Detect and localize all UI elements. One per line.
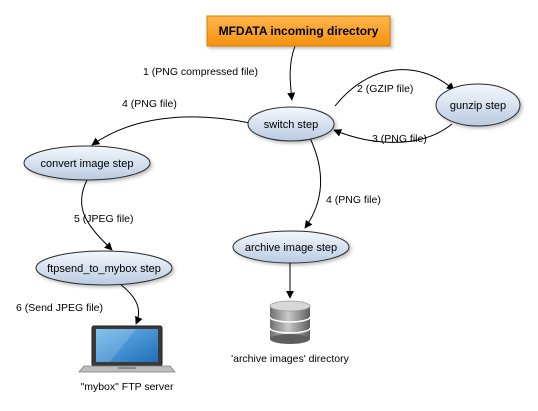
edge-label-4b: 4 (PNG file) (326, 194, 381, 206)
step-gunzip-label: gunzip step (450, 100, 506, 112)
edge-label-4a: 4 (PNG file) (122, 98, 177, 110)
step-ftpsend: ftpsend_to_mybox step (35, 250, 173, 286)
step-switch: switch step (247, 106, 335, 142)
ftp-server-label: "mybox" FTP server (80, 381, 174, 393)
edge-gunzip-to-switch (333, 123, 453, 143)
edges (81, 45, 455, 325)
step-archive-label: archive image step (245, 242, 337, 254)
incoming-directory-label: MFDATA incoming directory (219, 24, 379, 38)
step-switch-label: switch step (264, 119, 318, 131)
edge-label-3: 3 (PNG file) (372, 133, 427, 145)
archive-directory-label: 'archive images' directory (231, 353, 350, 365)
edge-switch-to-archive (304, 137, 322, 229)
edge-switch-to-gunzip (334, 69, 455, 107)
edge-ftpsend-to-server (119, 283, 143, 325)
laptop-icon (78, 325, 176, 373)
step-convert-label: convert image step (41, 158, 134, 170)
database-icon (269, 300, 311, 344)
edge-switch-to-convert (91, 116, 251, 146)
step-ftpsend-label: ftpsend_to_mybox step (47, 263, 161, 275)
edge-labels: 1 (PNG compressed file) 2 (GZIP file) 3 … (16, 66, 427, 314)
edge-convert-to-ftpsend (81, 179, 113, 251)
edge-label-6: 6 (Send JPEG file) (16, 302, 103, 314)
incoming-directory-box: MFDATA incoming directory (206, 15, 391, 47)
edge-incoming-to-switch (287, 45, 296, 101)
step-archive: archive image step (232, 230, 350, 264)
step-gunzip: gunzip step (435, 83, 521, 127)
edge-label-2: 2 (GZIP file) (357, 83, 413, 95)
edge-label-5: 5 (JPEG file) (74, 213, 134, 225)
edge-label-1: 1 (PNG compressed file) (143, 66, 258, 78)
step-convert: convert image step (23, 145, 151, 181)
